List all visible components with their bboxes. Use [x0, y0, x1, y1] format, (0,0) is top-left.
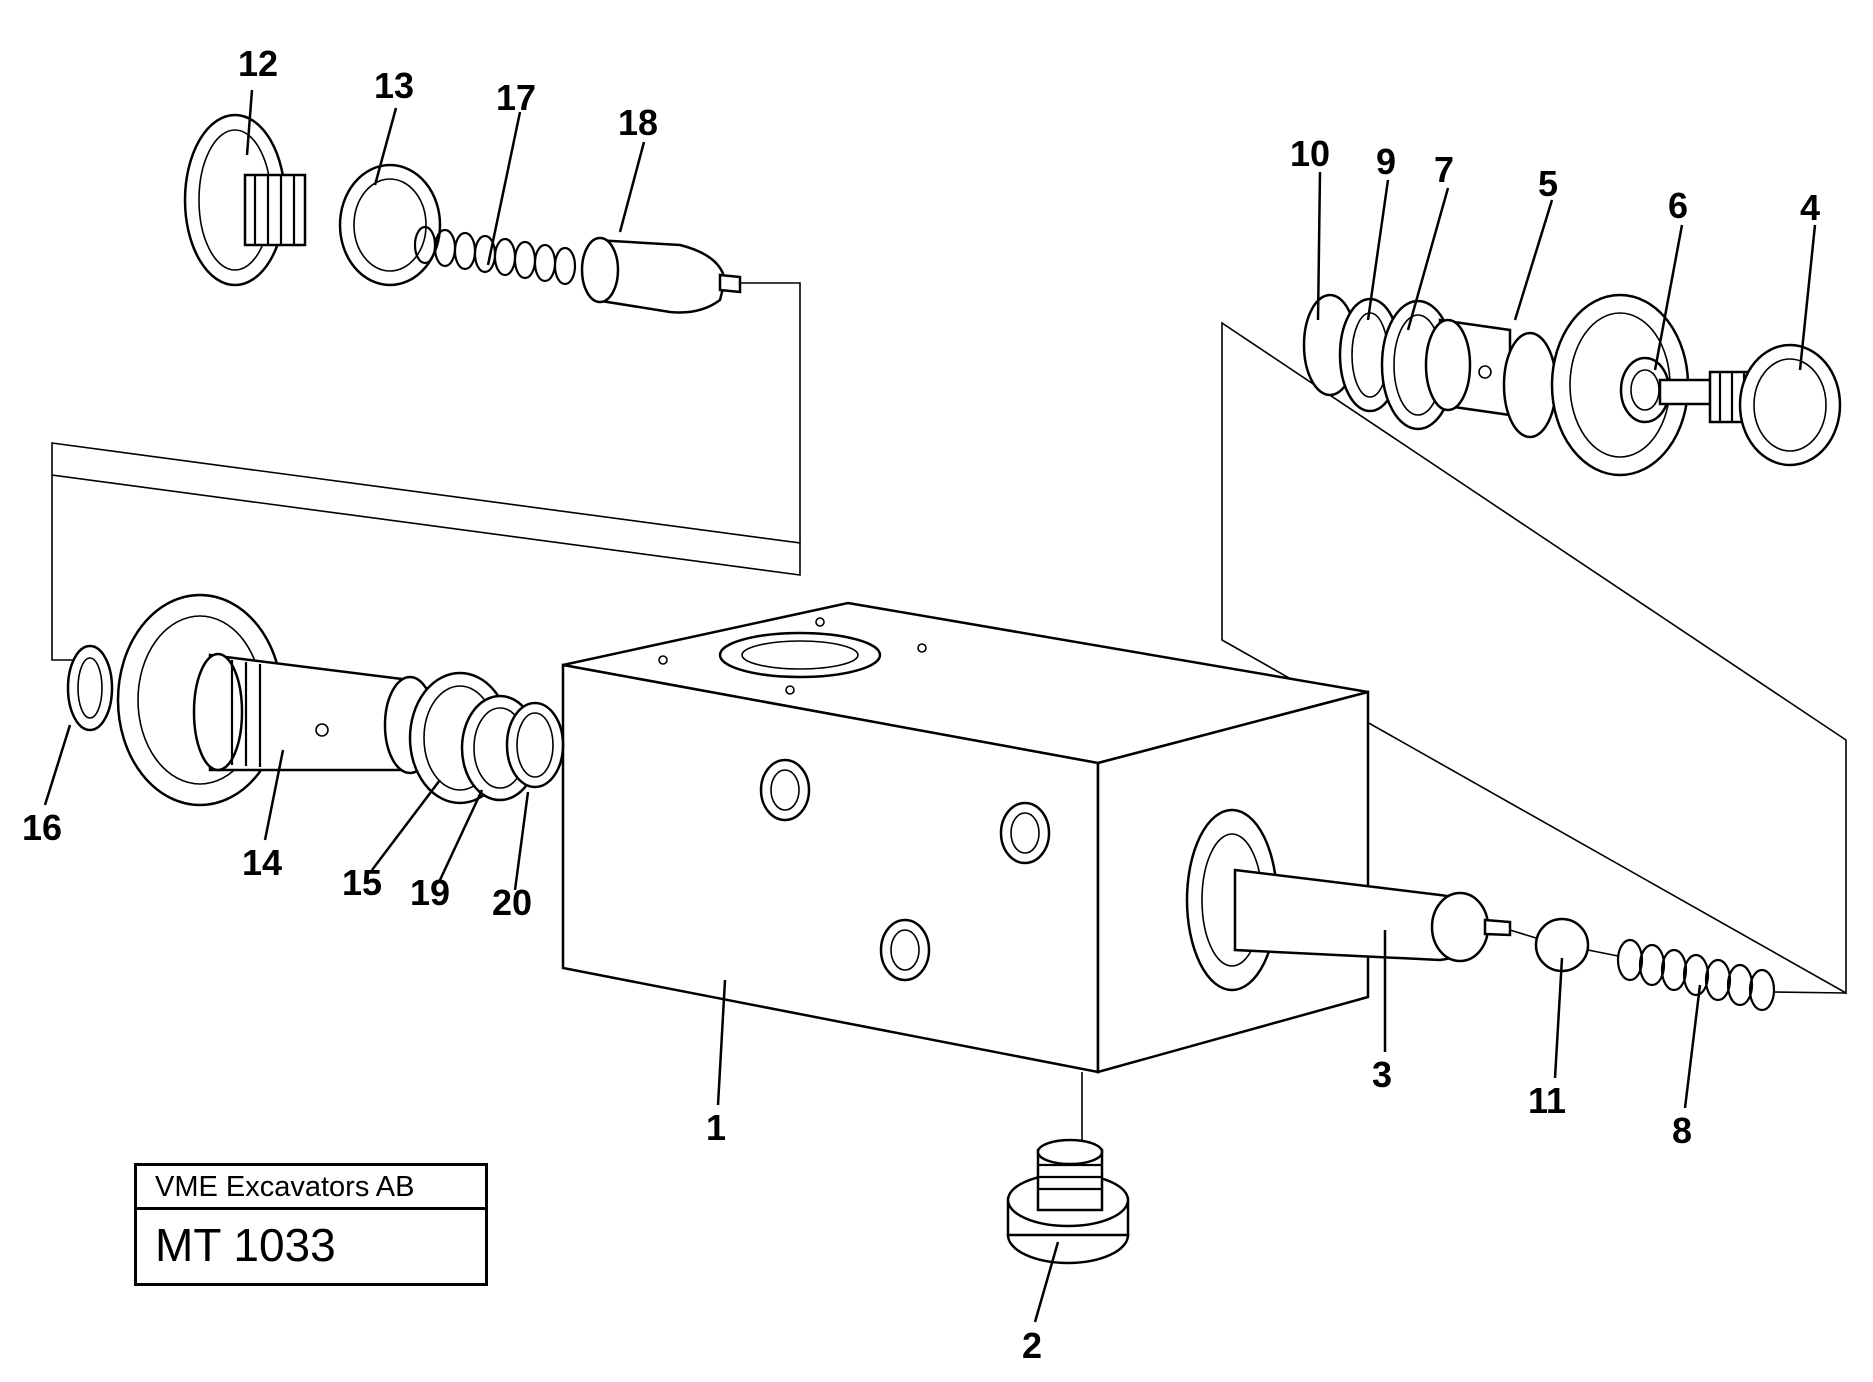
poppet-rod [1233, 868, 1512, 963]
callout-18: 18 [618, 102, 658, 143]
callout-17: 17 [496, 77, 536, 118]
callout-15: 15 [342, 862, 382, 903]
upper-left-pilot-valve [183, 113, 742, 314]
callout-3: 3 [1372, 1054, 1392, 1095]
callout-5: 5 [1538, 163, 1558, 204]
callout-9: 9 [1376, 141, 1396, 182]
callout-6: 6 [1668, 185, 1688, 226]
callout-1: 1 [706, 1107, 726, 1148]
callout-13: 13 [374, 65, 414, 106]
drawing-number: MT 1033 [155, 1219, 336, 1271]
upper-left-reference-plane [51, 442, 801, 576]
callout-10: 10 [1290, 133, 1330, 174]
leader-lines [43, 89, 1817, 1323]
callout-19: 19 [410, 872, 450, 913]
upper-right-relief-valve [1302, 293, 1842, 477]
bottom-plug [1006, 1072, 1130, 1265]
upper-left-plane-connector [51, 475, 80, 661]
callout-labels: 1 2 3 4 5 6 7 8 9 10 11 12 13 14 15 16 1… [22, 43, 1820, 1366]
upper-left-plane-connector-top [740, 282, 801, 543]
callout-11: 11 [1528, 1080, 1566, 1121]
callout-7: 7 [1434, 149, 1454, 190]
callout-12: 12 [238, 43, 278, 84]
spring-right [1587, 938, 1847, 1012]
valve-housing [561, 601, 1370, 1074]
callout-16: 16 [22, 807, 62, 848]
company-name: VME Excavators AB [137, 1166, 485, 1210]
callout-14: 14 [242, 842, 282, 883]
callout-2: 2 [1022, 1325, 1042, 1366]
callout-20: 20 [492, 882, 532, 923]
callout-8: 8 [1672, 1110, 1692, 1151]
left-cartridge [66, 593, 565, 807]
callout-4: 4 [1800, 187, 1820, 228]
title-block: VME Excavators AB MT 1033 [134, 1163, 488, 1286]
